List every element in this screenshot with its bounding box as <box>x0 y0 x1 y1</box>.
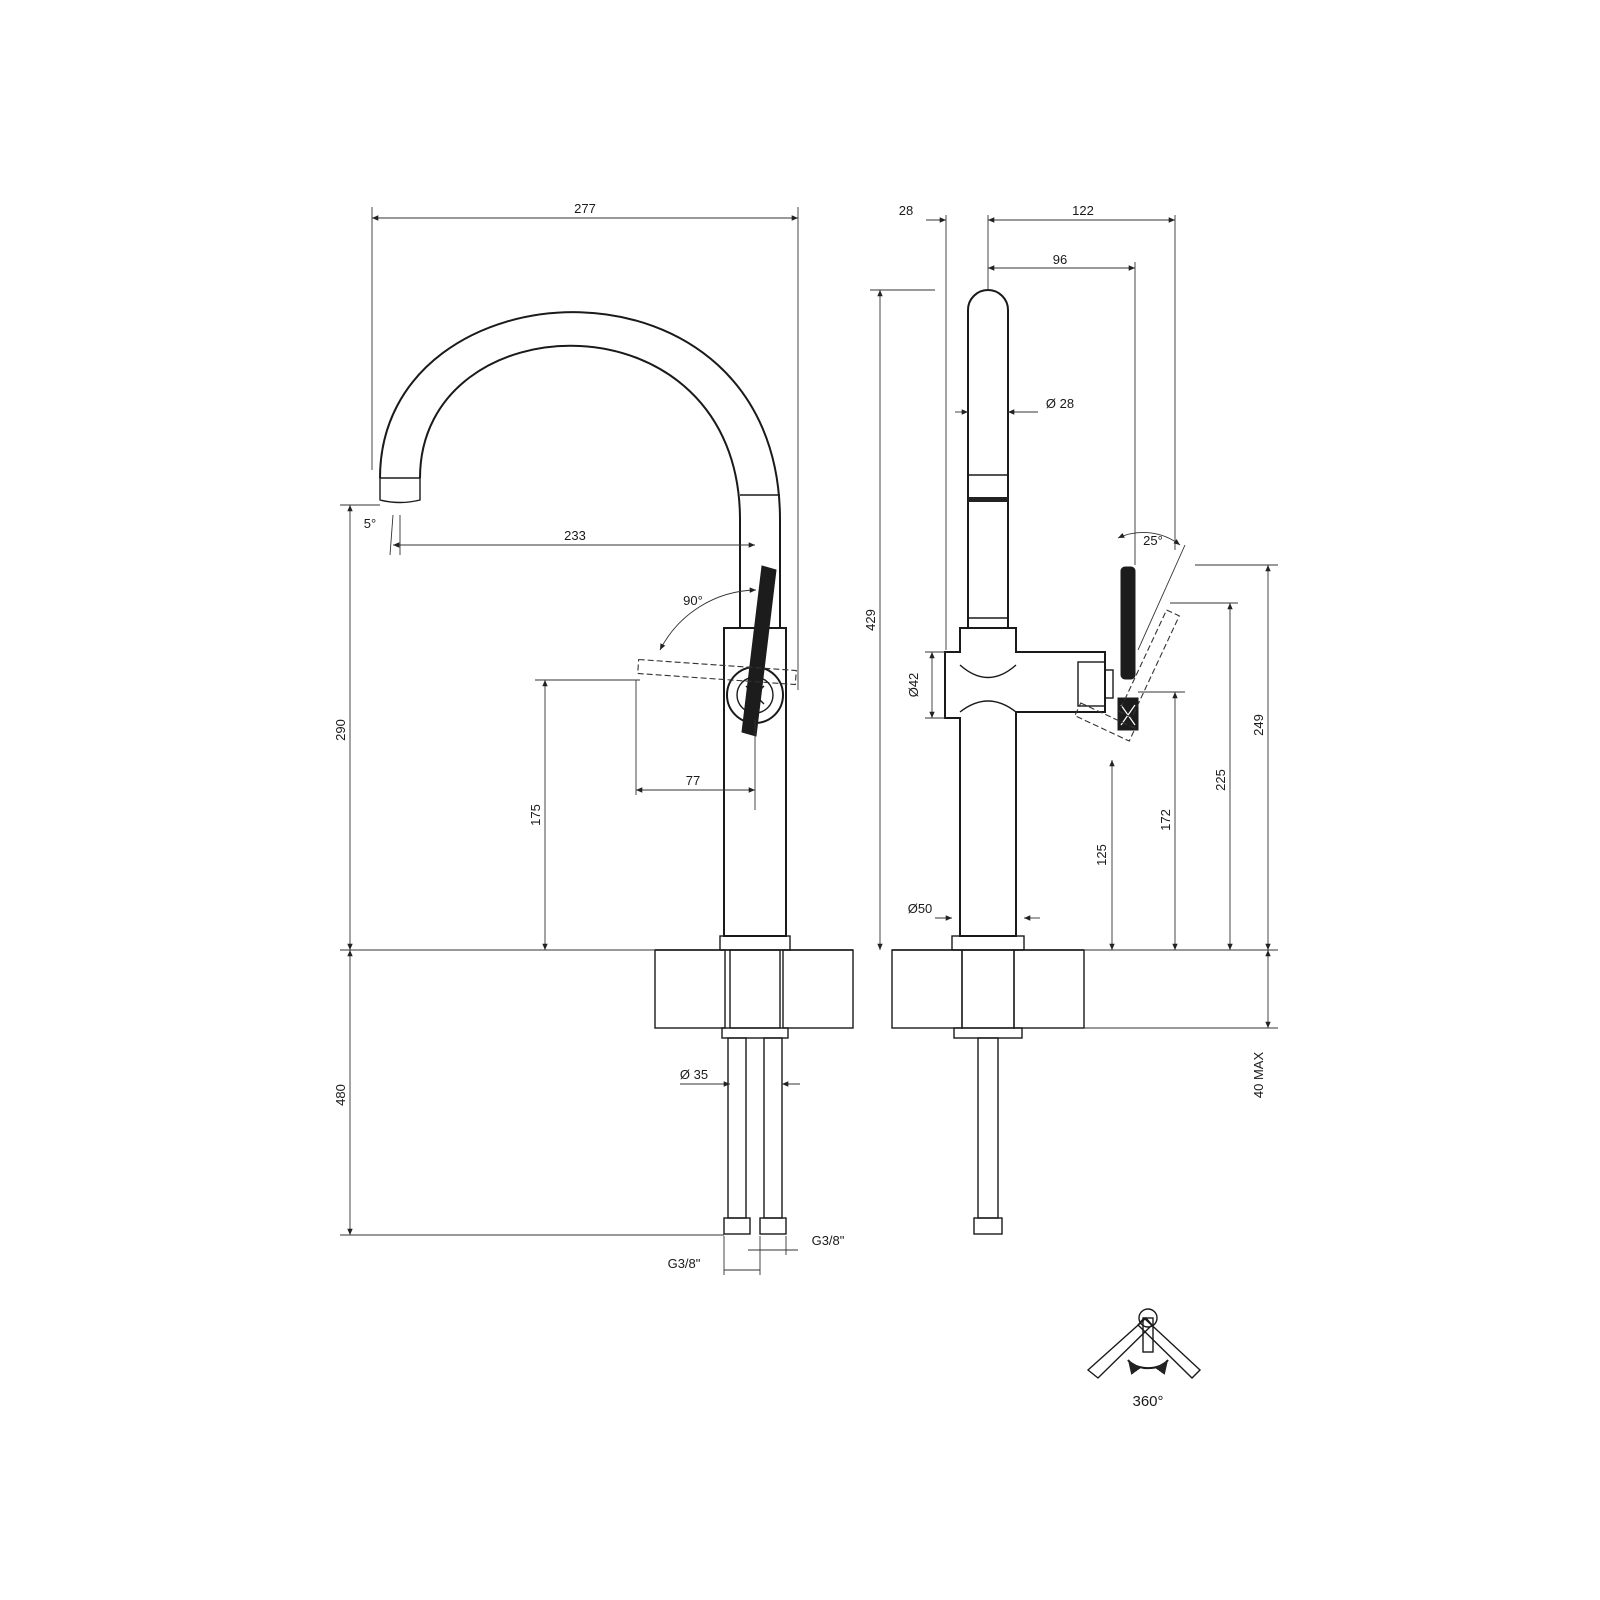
width-overall-label: 277 <box>574 201 596 216</box>
spout-diameter-label: Ø 28 <box>1046 396 1074 411</box>
lever-rotation-label: 90° <box>683 593 703 608</box>
front-lever <box>637 565 797 737</box>
front-hoses <box>723 1037 787 1235</box>
height-249-label: 249 <box>1251 714 1266 736</box>
height-172-label: 172 <box>1158 809 1173 831</box>
height-125-label: 125 <box>1094 844 1109 866</box>
hose-length-label: 480 <box>333 1084 348 1106</box>
offset-left-label: 28 <box>899 203 913 218</box>
side-height-overall-label: 429 <box>863 609 878 631</box>
thread-left-label: G3/8" <box>668 1256 701 1271</box>
side-deck <box>891 949 1085 1029</box>
deck-thickness-label: 40 MAX <box>1251 1052 1266 1099</box>
side-view: 28 122 96 Ø 28 25° 429 Ø42 Ø50 125 172 2… <box>863 203 1278 1235</box>
front-dimensions <box>340 207 800 1275</box>
lever-height-label: 175 <box>528 804 543 826</box>
body-diameter-label: Ø42 <box>906 673 921 698</box>
side-lever <box>1074 566 1180 742</box>
rotation-label: 360° <box>1132 1393 1163 1410</box>
height-overall-label: 290 <box>333 719 348 741</box>
side-dimensions <box>870 215 1278 1029</box>
hose-diameter-label: Ø 35 <box>680 1067 708 1082</box>
rotation-symbol: 360° <box>1086 1308 1202 1410</box>
height-225-label: 225 <box>1213 769 1228 791</box>
lever-reach-label: 77 <box>686 773 700 788</box>
depth-overall-label: 122 <box>1072 203 1094 218</box>
thread-right-label: G3/8" <box>812 1233 845 1248</box>
spout-angle-label: 5° <box>364 516 376 531</box>
side-spout <box>967 289 1009 628</box>
front-spout <box>379 311 781 628</box>
base-diameter-label: Ø50 <box>908 901 933 916</box>
front-view: 277 233 5° 90° 77 175 290 480 Ø 35 G3/8"… <box>333 201 854 1275</box>
side-hose <box>973 1037 1003 1235</box>
front-deck <box>654 949 854 1029</box>
spout-reach-label: 233 <box>564 528 586 543</box>
side-body <box>944 627 1114 1039</box>
lever-tilt-label: 25° <box>1143 533 1163 548</box>
depth-inner-label: 96 <box>1053 252 1067 267</box>
